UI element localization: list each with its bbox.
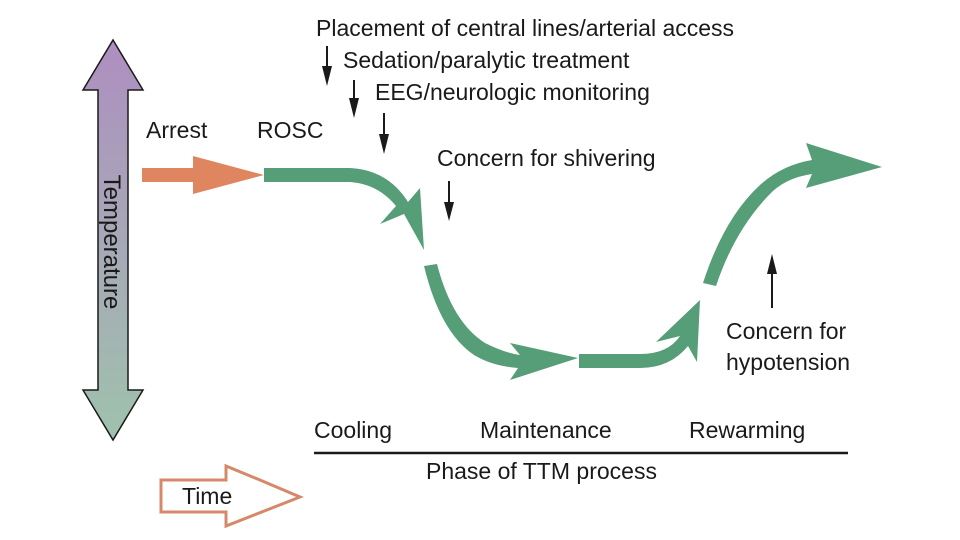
temperature-axis: Temperature — [81, 38, 145, 442]
annotation-sedation: Sedation/paralytic treatment — [343, 47, 630, 73]
rosc-label: ROSC — [257, 117, 323, 143]
pointer-hypotension-icon — [767, 254, 777, 308]
time-axis: Time — [159, 463, 304, 529]
phase-axis-label: Phase of TTM process — [426, 458, 657, 484]
time-arrow-icon — [159, 463, 304, 529]
temperature-double-arrow-icon — [81, 38, 145, 442]
phase-rewarming: Rewarming — [689, 417, 805, 443]
annotation-hypotension-line1: Concern for — [726, 318, 847, 344]
curve-segment-maintenance — [579, 300, 700, 368]
phase-maintenance: Maintenance — [480, 417, 612, 443]
temperature-label: Temperature — [98, 175, 125, 310]
time-label: Time — [182, 483, 232, 509]
annotation-shivering: Concern for shivering — [437, 145, 656, 171]
pointer-central-lines-icon — [322, 46, 332, 86]
arrest-label: Arrest — [146, 117, 208, 143]
phase-cooling: Cooling — [314, 417, 392, 443]
curve-segment-cooling — [264, 168, 424, 250]
pointer-sedation-icon — [349, 80, 359, 118]
annotation-eeg: EEG/neurologic monitoring — [375, 79, 650, 105]
curve-segment-rewarming — [703, 143, 882, 286]
annotation-central-lines: Placement of central lines/arterial acce… — [316, 15, 734, 41]
annotation-hypotension-line2: hypotension — [726, 349, 850, 375]
pointer-shivering-icon — [444, 181, 454, 221]
arrest-arrow-icon — [142, 156, 264, 194]
pointer-eeg-icon — [379, 113, 389, 154]
curve-segment-descent — [424, 264, 578, 380]
temperature-curve — [264, 143, 882, 380]
